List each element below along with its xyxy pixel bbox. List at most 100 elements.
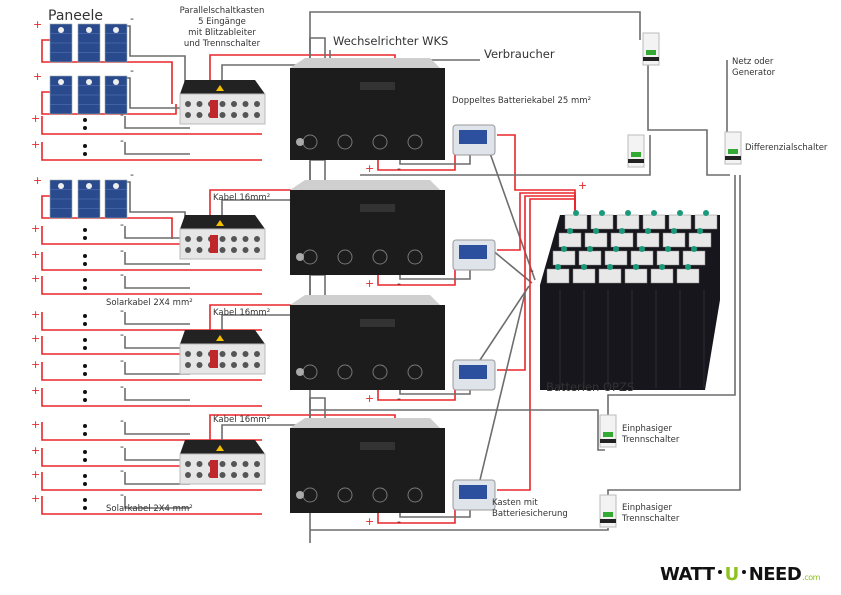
plus-sign: + xyxy=(31,468,40,481)
mc4-connector xyxy=(231,472,237,478)
battery-cell-top xyxy=(584,232,608,248)
string-negative xyxy=(124,252,190,265)
terminal xyxy=(296,491,304,499)
breaker-a-out xyxy=(310,409,605,451)
combiner-box xyxy=(179,215,266,260)
breaker-a-label-1: Einphasiger xyxy=(622,424,673,434)
dc-switch xyxy=(210,460,218,478)
mc4-connector xyxy=(231,351,237,357)
plus-sign: + xyxy=(31,444,40,457)
string-positive xyxy=(41,195,173,239)
more-strings-dot xyxy=(83,126,87,130)
battery-cell-top xyxy=(616,214,640,230)
combiner-lid xyxy=(180,80,265,94)
junction-box xyxy=(113,27,119,33)
mc4-connector xyxy=(242,351,249,357)
battery-vent-cap xyxy=(607,264,613,270)
main-breaker xyxy=(642,32,660,66)
more-strings-dot xyxy=(83,390,87,394)
solar-panel xyxy=(49,179,73,219)
string-positive xyxy=(41,91,177,115)
mc4-connector xyxy=(231,112,237,118)
panels-label: Paneele xyxy=(48,8,103,24)
battery-minus-sign: - xyxy=(530,264,534,277)
plus-sign: + xyxy=(31,332,40,345)
plus-sign: + xyxy=(31,358,40,371)
battery-vent-cap xyxy=(625,210,631,216)
battery-vent-cap xyxy=(677,210,683,216)
fan-icon xyxy=(337,249,353,265)
mc4-connector xyxy=(231,362,237,368)
solar-panel xyxy=(104,179,128,219)
breaker-band xyxy=(643,57,659,61)
more-strings-dot xyxy=(83,322,87,326)
logo-part2: U xyxy=(724,564,740,585)
battery-vent-cap xyxy=(697,228,703,234)
single-phase-breaker-b xyxy=(599,494,617,528)
mc4-connector xyxy=(242,236,249,242)
battery-fuse-box xyxy=(452,479,496,511)
solar-panel xyxy=(77,179,101,219)
string-negative xyxy=(124,336,190,349)
grid-label-2: Generator xyxy=(732,68,776,78)
battery-cell-top xyxy=(564,214,588,230)
string-negative xyxy=(124,116,190,129)
mc4-connector xyxy=(254,351,260,357)
fan-icon xyxy=(337,134,353,150)
mc4-connector xyxy=(254,101,260,107)
fan-icon xyxy=(372,364,388,380)
more-strings-dot xyxy=(83,424,87,428)
breaker-b-line xyxy=(607,175,741,495)
battery-fuse-box xyxy=(452,359,496,391)
battery-cell-top xyxy=(682,250,706,266)
more-strings-dot xyxy=(83,152,87,156)
string-positive xyxy=(41,142,262,161)
mc4-connector xyxy=(242,472,249,478)
minus-sign: - xyxy=(397,515,401,528)
mc4-connector xyxy=(219,112,226,118)
battery-cell-top xyxy=(552,250,576,266)
more-strings-dot xyxy=(83,338,87,342)
battery-vent-cap xyxy=(593,228,599,234)
battery-vent-cap xyxy=(619,228,625,234)
battery-cell-top xyxy=(688,232,712,248)
more-strings-dot xyxy=(83,506,87,510)
combiner-lid xyxy=(180,215,265,229)
minus-sign: - xyxy=(120,218,124,231)
mc4-connector xyxy=(231,247,237,253)
breaker-toggle xyxy=(728,149,738,154)
battery-cell-top xyxy=(604,250,628,266)
breaker-a-label-2: Trennschalter xyxy=(621,435,680,445)
string-negative xyxy=(124,226,190,239)
string-negative xyxy=(124,448,190,461)
string-positive xyxy=(41,39,173,104)
logo-part3: NEED xyxy=(748,564,802,585)
combiner-box xyxy=(179,440,266,485)
warning-icon xyxy=(216,220,224,226)
mc4-connector xyxy=(242,461,249,467)
battery-cell-top xyxy=(558,232,582,248)
battery-vent-cap xyxy=(599,210,605,216)
inverter-body xyxy=(290,428,445,513)
more-strings-dot xyxy=(83,254,87,258)
more-strings-dot xyxy=(83,482,87,486)
logo-dot xyxy=(717,570,722,574)
mc4-connector xyxy=(185,472,191,478)
minus-sign: - xyxy=(120,108,124,121)
plus-sign: + xyxy=(365,515,374,528)
terminal xyxy=(296,138,304,146)
battery-vent-cap xyxy=(573,210,579,216)
plus-sign: + xyxy=(31,418,40,431)
battery-cell-top xyxy=(662,232,686,248)
inverter-top xyxy=(290,180,440,190)
inverter-body xyxy=(290,190,445,275)
mc4-connector xyxy=(242,362,249,368)
plus-sign: + xyxy=(31,384,40,397)
mc4-connector xyxy=(196,112,203,118)
string-negative xyxy=(127,181,186,250)
string-negative xyxy=(124,312,190,325)
mc4-connector xyxy=(185,351,191,357)
mc4-connector xyxy=(254,112,260,118)
fan-icon xyxy=(407,487,423,503)
mc4-connector xyxy=(219,461,226,467)
